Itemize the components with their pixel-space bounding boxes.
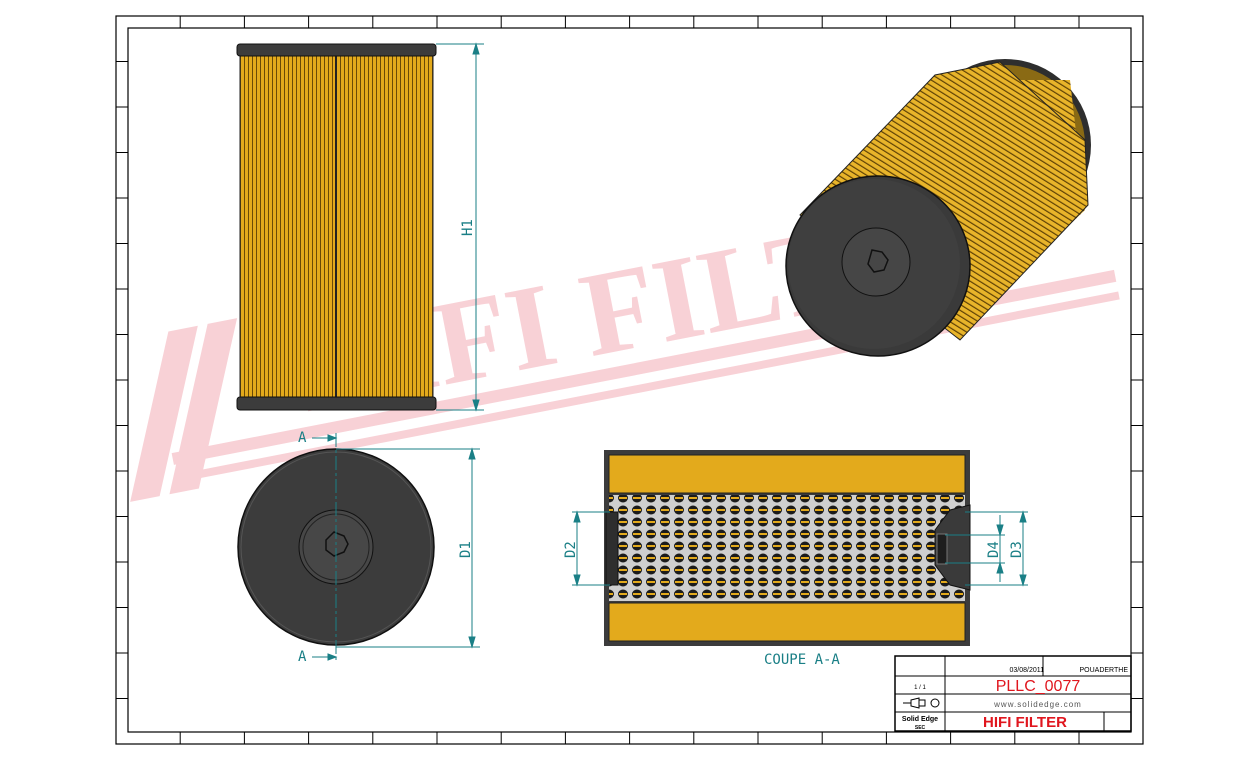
section-view (604, 450, 971, 646)
title-software: Solid Edge (902, 716, 938, 723)
section-caption: COUPE A-A (764, 652, 840, 668)
title-software-sub: SEC (915, 725, 926, 731)
dimension-d3-label: D3 (1009, 541, 1025, 558)
dimension-d1-label: D1 (458, 541, 474, 558)
dimension-h1-label: H1 (460, 219, 476, 236)
isometric-view (785, 59, 1091, 357)
section-line-a (312, 433, 480, 662)
dimension-h1 (436, 42, 484, 412)
drawing-frame (115, 15, 1144, 745)
dimension-d4-label: D4 (986, 541, 1002, 558)
section-marker-top: A (298, 430, 307, 446)
title-block (894, 655, 1132, 732)
section-marker-bottom: A (298, 649, 307, 665)
title-company: HIFI FILTER (983, 714, 1067, 731)
title-sheet: 1 / 1 (914, 685, 926, 691)
title-date: 03/08/2011 (1009, 667, 1044, 674)
title-drawn-by: POUADERTHE (1080, 667, 1129, 674)
end-view (237, 448, 435, 646)
dimensions-section (572, 510, 1028, 587)
front-view (236, 43, 437, 411)
dimension-d2-label: D2 (563, 541, 579, 558)
title-part-number: PLLC_0077 (996, 678, 1081, 695)
title-website: www.solidedge.com (993, 700, 1082, 709)
